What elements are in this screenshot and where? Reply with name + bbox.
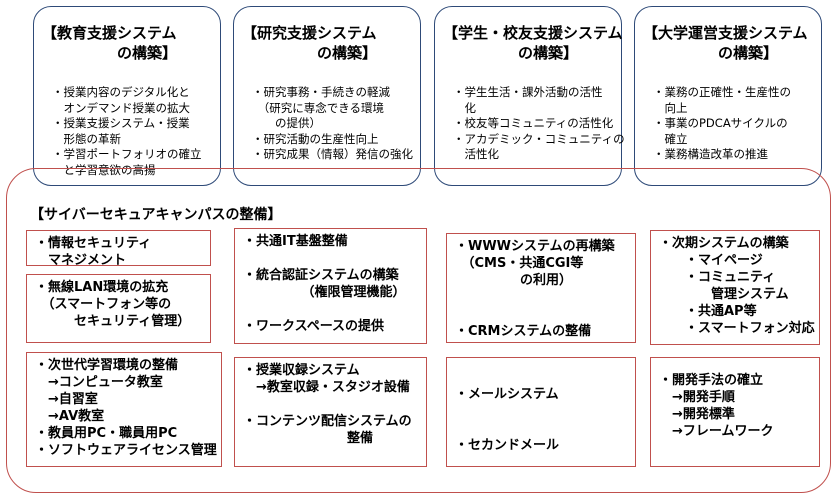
common-it-infra-cell: ・共通IT基盤整備 ・統合認証システムの構築 （権限管理機能） ・ワークスペース… — [234, 228, 427, 344]
next-system-cell: ・次期システムの構築 ・マイページ ・コミュニティ 管理システム ・共通AP等 … — [650, 230, 820, 345]
info-security-cell: ・情報セキュリティ マネジメント — [26, 230, 211, 268]
research-support-box: 【研究支援システム の構築】 ・研究事務・手続きの軽減 （研究に専念できる環境 … — [233, 6, 421, 186]
student-alumni-support-items: ・学生生活・課外活動の活性 化 ・校友等コミュニティの活性化 ・アカデミック・コ… — [453, 85, 625, 161]
dev-method-cell: ・開発手法の確立 →開発手順 →開発標準 →フレームワーク — [650, 357, 820, 467]
mail-system-cell: ・メールシステム ・セカンドメール — [446, 357, 636, 467]
education-support-items: ・授業内容のデジタル化と オンデマンド授業の拡大 ・授業支援システム・授業 形態… — [52, 85, 202, 177]
university-management-box: 【大学運営支援システム の構築】 ・業務の正確性・生産性の 向上 ・事業のPDC… — [634, 6, 822, 186]
education-support-title: 【教育支援システム の構築】 — [42, 24, 178, 62]
lecture-recording-cell: ・授業収録システム →教室収録・スタジオ設備 ・コンテンツ配信システムの 整備 — [234, 357, 427, 467]
student-alumni-support-box: 【学生・校友支援システム の構築】 ・学生生活・課外活動の活性 化 ・校友等コミ… — [434, 6, 625, 186]
cyber-secure-campus-box — [6, 168, 831, 493]
www-system-cell: ・WWWシステムの再構築 （CMS・共通CGI等 の利用） ・CRMシステムの整… — [446, 233, 636, 343]
wireless-lan-cell: ・無線LAN環境の拡充 （スマートフォン等の セキュリティ管理） — [26, 274, 211, 343]
student-alumni-support-title: 【学生・校友支援システム の構築】 — [443, 24, 623, 62]
learning-environment-cell: ・次世代学習環境の整備 →コンピュータ教室 →自習室 →AV教室 ・教員用PC・… — [26, 352, 222, 467]
university-management-title: 【大学運営支援システム の構築】 — [643, 24, 808, 62]
education-support-box: 【教育支援システム の構築】 ・授業内容のデジタル化と オンデマンド授業の拡大 … — [33, 6, 221, 186]
research-support-items: ・研究事務・手続きの軽減 （研究に専念できる環境 の提供） ・研究活動の生産性向… — [252, 85, 413, 161]
cyber-secure-campus-title: 【サイバーセキュアキャンパスの整備】 — [30, 207, 282, 223]
university-management-items: ・業務の正確性・生産性の 向上 ・事業のPDCAサイクルの 確立 ・業務構造改革… — [653, 85, 791, 161]
research-support-title: 【研究支援システム の構築】 — [242, 24, 378, 62]
